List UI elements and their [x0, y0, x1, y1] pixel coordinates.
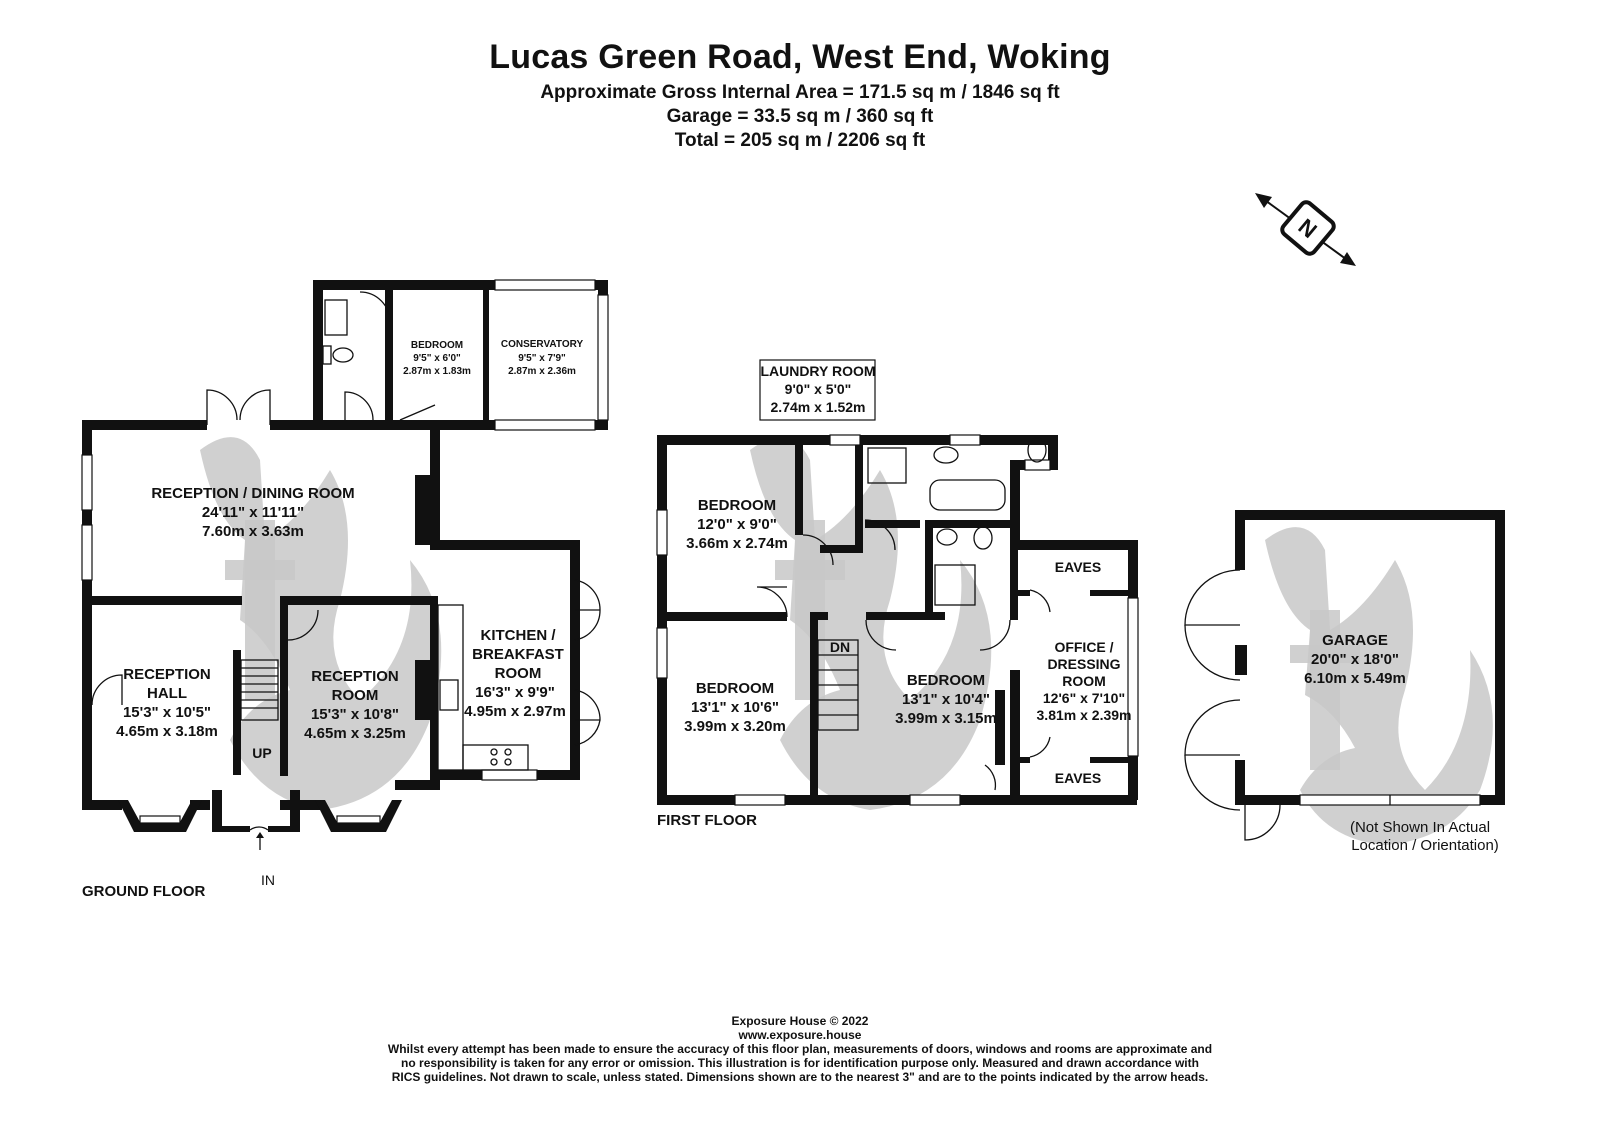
- eaves-bottom-label: EAVES: [1055, 770, 1101, 786]
- first-floor-plan: [656, 434, 1139, 806]
- area-line-garage: Garage = 33.5 sq m / 360 sq ft: [666, 106, 934, 127]
- room-bedroom-small-metric: 2.87m x 1.83m: [403, 366, 471, 377]
- room-bedroom-b-metric: 3.99m x 3.20m: [684, 718, 786, 735]
- area-line-total: Total = 205 sq m / 2206 sq ft: [674, 130, 926, 151]
- footer-disclaimer-3: RICS guidelines. Not drawn to scale, unl…: [391, 1070, 1209, 1084]
- room-office-name-1: OFFICE /: [1054, 639, 1113, 655]
- room-office-name-3: ROOM: [1062, 673, 1106, 689]
- room-reception-dining-imperial: 24'11" x 11'11": [202, 504, 304, 521]
- laundry-callout-box: [759, 359, 876, 421]
- first-stair-label: DN: [830, 639, 850, 655]
- entrance-label: IN: [261, 872, 275, 888]
- ground-stair-label: UP: [252, 745, 271, 761]
- room-reception-room-name-1: RECEPTION: [311, 668, 399, 685]
- garage-note-line-2: Location / Orientation): [1351, 837, 1499, 854]
- room-bedroom-c-name: BEDROOM: [907, 672, 985, 689]
- room-garage-metric: 6.10m x 5.49m: [1304, 670, 1406, 687]
- ground-floor-plan: [81, 279, 609, 850]
- room-reception-hall-metric: 4.65m x 3.18m: [116, 723, 218, 740]
- ground-floor-label: GROUND FLOOR: [82, 883, 205, 900]
- room-conservatory-metric: 2.87m x 2.36m: [508, 366, 576, 377]
- plan-title: Lucas Green Road, West End, Woking: [489, 38, 1111, 76]
- watermark-logo-ground: [200, 437, 442, 810]
- eaves-top-label: EAVES: [1055, 559, 1101, 575]
- room-reception-hall-imperial: 15'3" x 10'5": [123, 704, 211, 721]
- room-bedroom-b-name: BEDROOM: [696, 680, 774, 697]
- room-bedroom-a-metric: 3.66m x 2.74m: [686, 535, 788, 552]
- room-garage-imperial: 20'0" x 18'0": [1311, 651, 1399, 668]
- room-laundry-name: LAUNDRY ROOM: [760, 363, 875, 379]
- room-reception-hall-name-1: RECEPTION: [123, 666, 211, 683]
- first-floor-label: FIRST FLOOR: [657, 812, 757, 829]
- ground-staircase: [240, 659, 279, 721]
- footer-website: www.exposure.house: [738, 1028, 862, 1042]
- room-reception-room-name-2: ROOM: [332, 687, 379, 704]
- room-conservatory-name: CONSERVATORY: [501, 339, 584, 350]
- footer-company: Exposure House © 2022: [731, 1014, 869, 1028]
- room-bedroom-a-name: BEDROOM: [698, 497, 776, 514]
- room-reception-room-metric: 4.65m x 3.25m: [304, 725, 406, 742]
- room-bedroom-c-imperial: 13'1" x 10'4": [902, 691, 990, 708]
- north-arrow-icon: N: [1255, 193, 1356, 266]
- room-kitchen-name-3: ROOM: [495, 665, 542, 682]
- first-staircase: [817, 639, 859, 731]
- room-reception-dining-metric: 7.60m x 3.63m: [202, 523, 304, 540]
- watermark-logo-first: [750, 437, 992, 810]
- footer-disclaimer-1: Whilst every attempt has been made to en…: [387, 1042, 1213, 1056]
- garage-plan: [1184, 510, 1505, 841]
- watermark-logo-garage: [1265, 527, 1493, 845]
- room-reception-hall-name-2: HALL: [147, 685, 187, 702]
- room-office-imperial: 12'6" x 7'10": [1043, 690, 1125, 706]
- room-kitchen-imperial: 16'3" x 9'9": [475, 684, 555, 701]
- room-garage-name: GARAGE: [1322, 632, 1388, 649]
- room-bedroom-small-name: BEDROOM: [411, 340, 463, 351]
- room-office-name-2: DRESSING: [1047, 656, 1120, 672]
- footer-disclaimer-2: no responsibility is taken for any error…: [401, 1056, 1199, 1070]
- room-kitchen-name-2: BREAKFAST: [472, 646, 564, 663]
- room-conservatory-imperial: 9'5" x 7'9": [518, 353, 566, 364]
- room-kitchen-metric: 4.95m x 2.97m: [464, 703, 566, 720]
- room-office-metric: 3.81m x 2.39m: [1037, 707, 1132, 723]
- room-bedroom-b-imperial: 13'1" x 10'6": [691, 699, 779, 716]
- room-kitchen-name-1: KITCHEN /: [481, 627, 557, 644]
- room-reception-dining-name: RECEPTION / DINING ROOM: [151, 485, 354, 502]
- room-bedroom-small-imperial: 9'5" x 6'0": [413, 353, 461, 364]
- area-line-gross: Approximate Gross Internal Area = 171.5 …: [540, 82, 1060, 103]
- room-laundry-imperial: 9'0" x 5'0": [785, 381, 852, 397]
- garage-note-line-1: (Not Shown In Actual: [1350, 819, 1490, 836]
- room-laundry-metric: 2.74m x 1.52m: [771, 399, 866, 415]
- room-reception-room-imperial: 15'3" x 10'8": [311, 706, 399, 723]
- room-bedroom-a-imperial: 12'0" x 9'0": [697, 516, 777, 533]
- room-bedroom-c-metric: 3.99m x 3.15m: [895, 710, 997, 727]
